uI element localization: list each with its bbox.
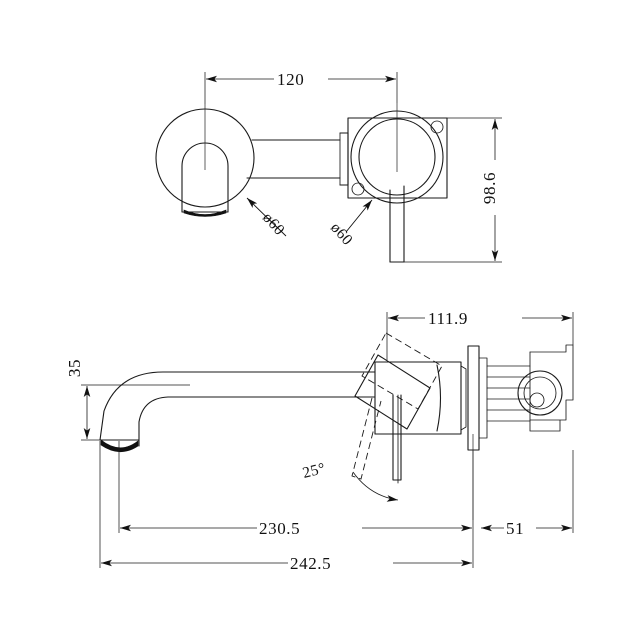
flange-screw-hole-bottom: [351, 182, 365, 196]
body-barrel-shoulder: [460, 365, 467, 431]
spout-outer-profile: [99, 371, 376, 441]
spout-outlet-nozzle: [100, 439, 139, 453]
inlet-boss-outer: [517, 370, 563, 416]
spout-inner-profile: [138, 396, 376, 447]
dim-label-242-5: 242.5: [290, 554, 331, 573]
spout-mounting-flange: [347, 117, 448, 199]
inlet-boss-middle: [523, 376, 557, 410]
dim-label-35: 35: [65, 359, 84, 377]
body-collar: [339, 132, 349, 186]
dim-label-111-9: 111.9: [428, 309, 468, 328]
side-section-view: 25° 35 111.9 230.5 51 242.5: [65, 309, 574, 573]
handle-lever-end: [183, 209, 227, 217]
lever-arm-vertical: [392, 394, 402, 481]
dim-label-spout-diameter: ø60: [327, 219, 356, 249]
lever-cap-ghost: [361, 332, 443, 410]
wall-flange-disc: [467, 345, 480, 451]
leader-spout-diameter: [345, 199, 373, 233]
wall-bracket-outline: [529, 344, 574, 432]
front-elevation-view: 120 98.6 ø60 ø60: [155, 70, 502, 263]
dim-label-25-degree: 25°: [301, 460, 327, 482]
dim-arc-25-degree: [352, 471, 399, 502]
body-cap-curve: [436, 364, 442, 432]
dim-label-120: 120: [277, 70, 304, 89]
inlet-boss-bore: [529, 392, 545, 408]
lever-cap-solid: [354, 354, 431, 430]
handle-lever: [181, 142, 229, 213]
body-barrel: [436, 361, 462, 435]
leader-handle-diameter: [246, 197, 287, 237]
dim-label-98-6: 98.6: [480, 172, 499, 204]
dim-label-51: 51: [506, 519, 524, 538]
dim-label-230-5: 230.5: [259, 519, 300, 538]
wall-plate-body: [478, 357, 488, 439]
flange-screw-hole-top: [430, 120, 444, 134]
